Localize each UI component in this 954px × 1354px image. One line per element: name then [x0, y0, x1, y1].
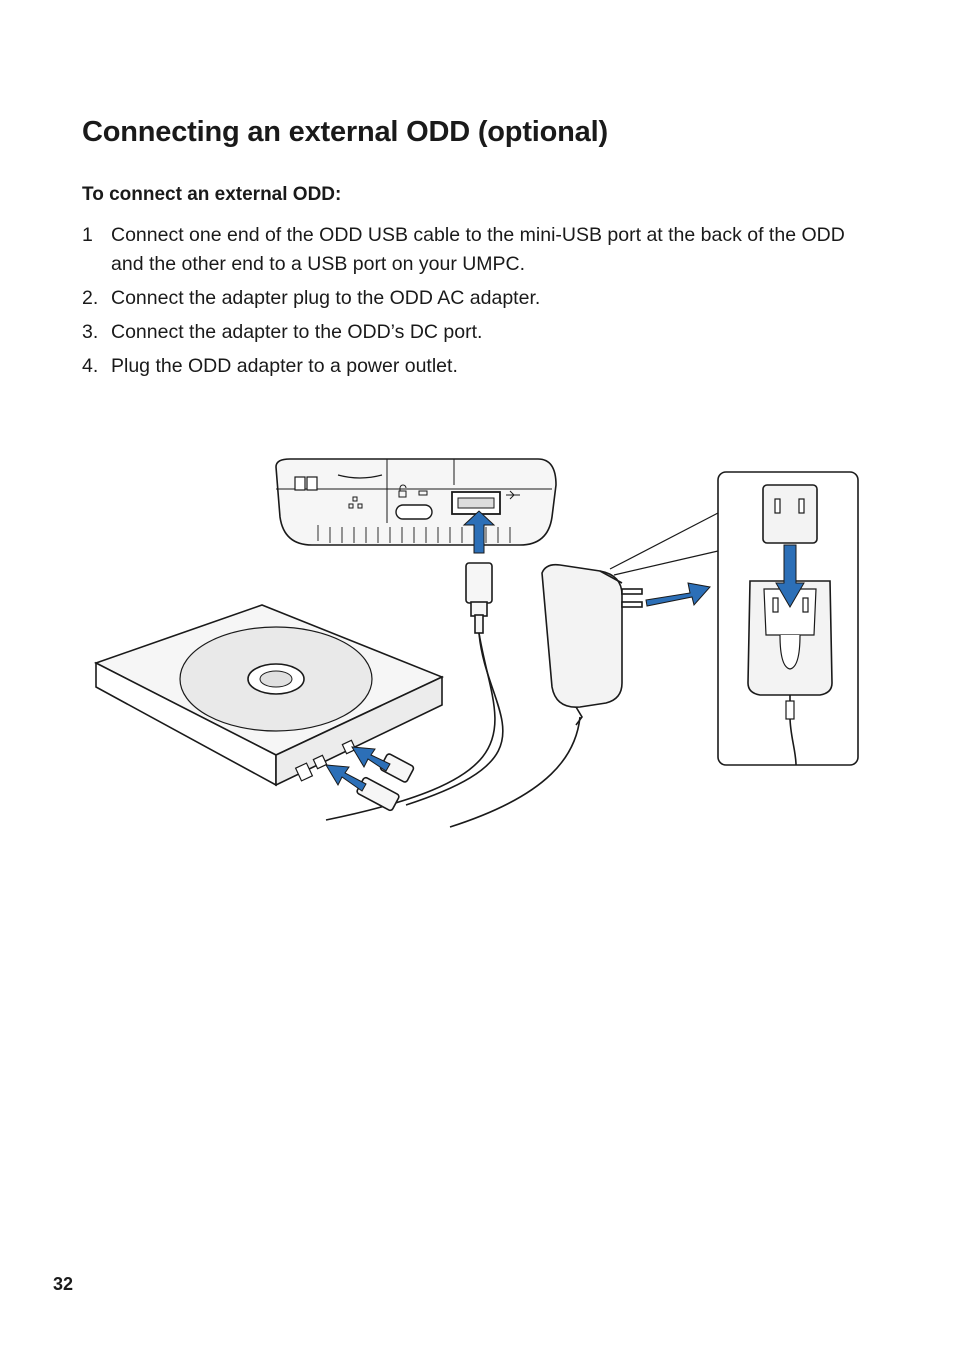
inset-plug-detail	[717, 471, 859, 766]
lock-icon	[398, 484, 428, 498]
step-text: Connect the adapter to the ODD’s DC port…	[111, 321, 483, 343]
step-number: 3.	[82, 321, 99, 343]
mini-usb-arrow	[351, 746, 391, 772]
section-subheading: To connect an external ODD:	[82, 184, 342, 205]
step-item: 3. Connect the adapter to the ODD’s DC p…	[82, 318, 862, 347]
usb-icon	[506, 490, 520, 500]
ethernet-icon	[348, 496, 363, 509]
step-number: 2.	[82, 287, 99, 309]
external-odd	[93, 604, 445, 787]
page-number: 32	[53, 1274, 74, 1294]
ac-adapter	[449, 563, 643, 828]
step-text: Plug the ODD adapter to a power outlet.	[111, 355, 458, 377]
step-number: 1	[82, 224, 93, 246]
instruction-steps: 1 Connect one end of the ODD USB cable t…	[82, 221, 862, 386]
step-item: 2. Connect the adapter plug to the ODD A…	[82, 284, 862, 313]
step-item: 4. Plug the ODD adapter to a power outle…	[82, 352, 862, 381]
usb-cable	[325, 562, 504, 821]
dc-port-arrow	[325, 764, 367, 792]
step-text: Connect one end of the ODD USB cable to …	[111, 224, 845, 275]
adapter-arrow	[645, 582, 711, 607]
page-title: Connecting an external ODD (optional)	[82, 116, 608, 148]
step-number: 4.	[82, 355, 99, 377]
connection-illustration	[93, 458, 859, 828]
usb-arrow	[462, 510, 496, 554]
plug-arrow	[775, 544, 805, 608]
callout-lines	[609, 512, 719, 576]
umpc-device	[275, 458, 557, 546]
step-item: 1 Connect one end of the ODD USB cable t…	[82, 221, 862, 279]
step-text: Connect the adapter plug to the ODD AC a…	[111, 287, 541, 309]
